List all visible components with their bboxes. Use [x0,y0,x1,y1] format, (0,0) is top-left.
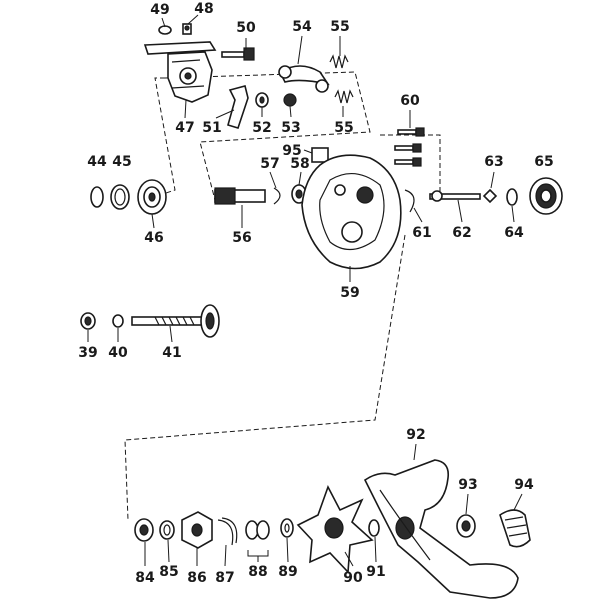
part-39-bearing [80,312,96,330]
part-60-screws [394,127,425,167]
part-52-washer [255,92,269,108]
label-46: 46 [144,230,163,246]
label-85: 85 [159,564,178,580]
part-61-clip [404,189,415,213]
label-44: 44 [87,154,107,170]
part-93-nut [456,514,476,538]
label-57: 57 [260,156,279,172]
label-45: 45 [112,154,131,170]
label-58: 58 [290,156,309,172]
part-62-shaft [429,190,481,202]
part-46-bushing [137,179,167,215]
label-51: 51 [202,120,221,136]
label-89: 89 [278,564,297,580]
label-53: 53 [281,120,300,136]
part-41-worm-shaft [131,304,220,338]
label-62: 62 [452,225,471,241]
part-85-washer [159,520,175,540]
part-53-nut [283,93,297,107]
label-55-top: 55 [330,19,349,35]
part-92-handle [363,459,519,599]
label-65: 65 [534,154,553,170]
part-84-bearing [134,518,154,542]
part-65-gear [529,177,563,215]
label-86: 86 [187,570,206,586]
label-49: 49 [150,2,169,18]
label-95: 95 [282,143,301,159]
assembly-guide-lines [124,71,441,521]
part-64-washer [506,188,518,206]
label-59: 59 [340,285,359,301]
part-63-washer [482,188,498,204]
leader-lines [87,14,523,567]
label-64: 64 [504,225,524,241]
part-40-collar [112,314,124,328]
label-52: 52 [252,120,271,136]
label-61: 61 [412,225,431,241]
part-86-star-drag [181,511,213,549]
label-88: 88 [248,564,267,580]
part-50-screw [221,47,255,61]
label-50: 50 [236,20,256,36]
label-84: 84 [135,570,155,586]
label-63: 63 [484,154,503,170]
part-51-pawl [227,85,249,129]
label-93: 93 [458,477,477,493]
part-88-washers [245,520,270,540]
part-57-clip [273,187,281,205]
label-91: 91 [366,564,385,580]
part-90-star [296,485,374,574]
part-48-49-small-pins [158,23,192,35]
label-41: 41 [162,345,181,361]
part-94-retainer [499,509,531,548]
label-39: 39 [78,345,97,361]
label-94: 94 [514,477,534,493]
part-56-pinion [214,187,266,205]
label-90: 90 [343,570,363,586]
part-44-ring [90,186,104,208]
part-45-bearing [110,184,130,210]
part-95-block [311,147,329,163]
part-89-washer [280,518,294,538]
part-labels: 49 48 50 54 55 47 51 52 53 55 60 95 58 5… [78,1,553,586]
label-40: 40 [108,345,128,361]
part-54-lever [278,65,330,93]
part-59-sideplate [301,154,402,270]
label-56: 56 [232,230,251,246]
part-87-spring-washer [217,517,238,546]
label-54: 54 [292,19,312,35]
part-91-washer [368,519,380,537]
part-55-spring-top [329,54,349,69]
part-47-frame-plate [143,41,217,103]
label-87: 87 [215,570,234,586]
label-55-bottom: 55 [334,120,353,136]
label-92: 92 [406,427,425,443]
label-60: 60 [400,93,420,109]
label-48: 48 [194,1,213,17]
part-55-spring-bottom [334,89,354,104]
label-47: 47 [175,120,194,136]
